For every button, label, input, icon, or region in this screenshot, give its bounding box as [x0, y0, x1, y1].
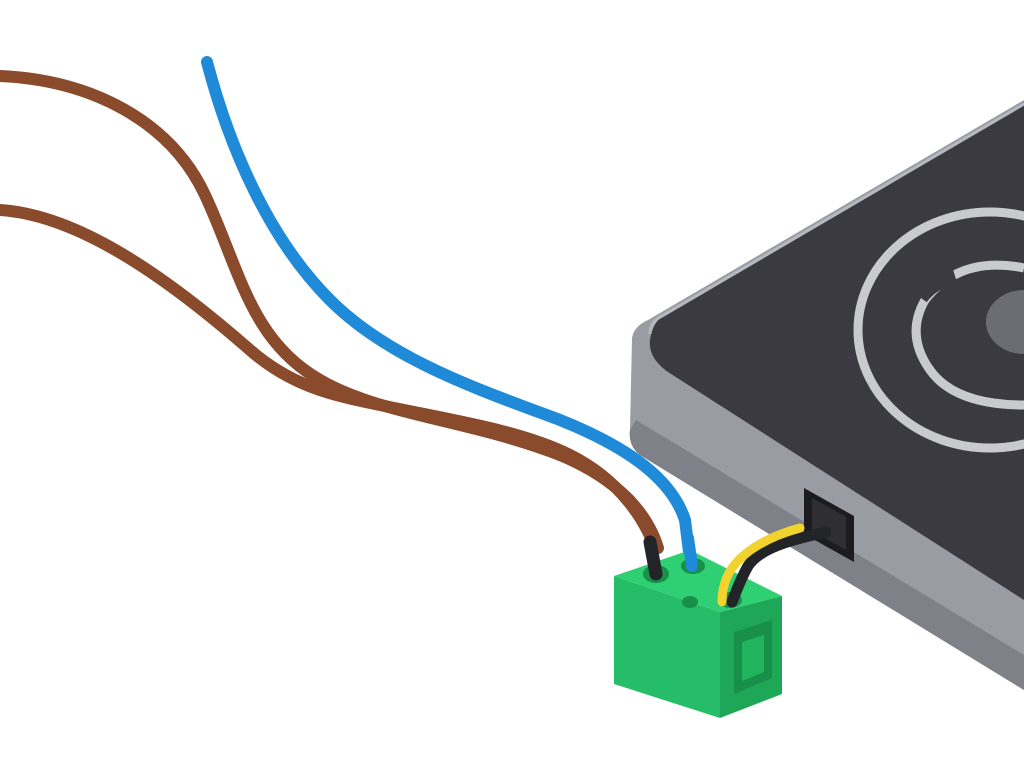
- terminal-wire-ends: [643, 532, 698, 581]
- cooktop-leads: [717, 523, 832, 608]
- brown-wires: [0, 70, 664, 554]
- burner-inner-ring: [911, 260, 1024, 410]
- blue-wire: [201, 56, 696, 566]
- burner-inner-ring-gap: [915, 269, 958, 303]
- terminal-block-front: [614, 576, 720, 718]
- burner-outer-ring: [853, 207, 1024, 453]
- cooktop-rim-highlight: [648, 102, 1024, 335]
- cooktop-power-port-inner: [812, 498, 846, 550]
- terminal-screw-hole: [682, 596, 698, 608]
- burner-center: [986, 290, 1024, 354]
- brown-wire-lower: [0, 204, 661, 554]
- brown-wire-black-tip: [643, 535, 663, 581]
- yellow-lead-wire: [717, 523, 805, 607]
- black-lead-wire: [726, 526, 832, 608]
- terminal-block-icon: [614, 550, 782, 718]
- cooktop-icon: [629, 100, 1024, 690]
- blue-wire-tip: [682, 532, 698, 572]
- brown-wire-upper: [0, 70, 664, 554]
- terminal-block-socket-inner: [742, 635, 764, 681]
- cooktop-side-edge-shade: [629, 420, 1024, 690]
